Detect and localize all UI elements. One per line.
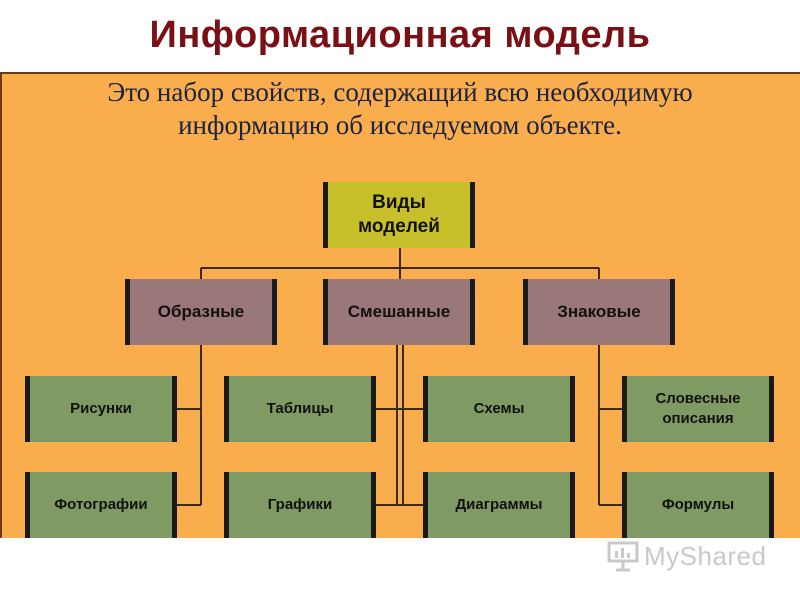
leaf-label: Словесные описания xyxy=(655,390,741,427)
leaf-fotografii: Фотографии xyxy=(25,472,177,538)
definition-text: Это набор свойств, содержащий всю необхо… xyxy=(107,77,693,140)
leaf-diagrammy: Диаграммы xyxy=(423,472,575,538)
title-bar: Информационная модель xyxy=(0,0,800,72)
watermark-logo: MyShared xyxy=(606,536,767,576)
footer-area xyxy=(0,538,800,600)
leaf-label: Графики xyxy=(267,496,333,513)
category-znakovye: Знаковые xyxy=(523,279,675,345)
leaf-label: Рисунки xyxy=(70,400,132,417)
leaf-grafiki: Графики xyxy=(224,472,376,538)
presentation-board-icon xyxy=(607,541,639,572)
category-label: Смешанные xyxy=(347,302,451,321)
leaf-formuly: Формулы xyxy=(622,472,774,538)
leaf-tablitsy: Таблицы xyxy=(224,376,376,442)
leaf-label: Таблицы xyxy=(266,400,334,417)
root-node: Виды моделей xyxy=(323,182,475,248)
category-label: Образные xyxy=(157,302,245,321)
category-label: Знаковые xyxy=(557,302,641,321)
category-obraznye: Образные xyxy=(125,279,277,345)
leaf-label: Диаграммы xyxy=(455,496,543,513)
watermark-text: MyShared xyxy=(644,540,767,571)
category-smeshannye: Смешанные xyxy=(323,279,475,345)
leaf-label: Схемы xyxy=(473,400,525,417)
leaf-label: Формулы xyxy=(661,496,735,513)
leaf-risunki: Рисунки xyxy=(25,376,177,442)
leaf-slovesnye-opisaniya: Словесные описания xyxy=(622,376,774,442)
leaf-skhemy: Схемы xyxy=(423,376,575,442)
leaf-label: Фотографии xyxy=(54,496,148,513)
root-label: Виды моделей xyxy=(358,192,440,237)
slide-title: Информационная модель xyxy=(149,14,651,56)
